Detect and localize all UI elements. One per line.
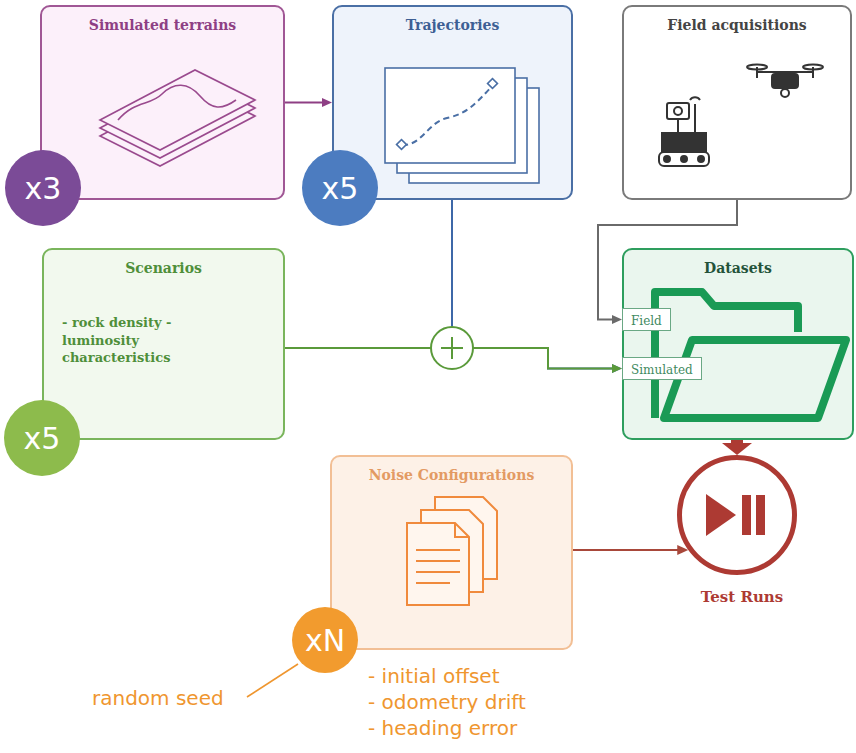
rover-icon [659,97,709,166]
node-title: Field acquisitions [667,17,806,33]
drone-icon [747,65,823,98]
flow-arrow [573,545,688,555]
count-badge: x5 [4,400,80,476]
flow-arrow [285,98,332,107]
noise-parameter: - odometry drift [368,690,526,714]
dataset-tab: Simulated [622,357,702,380]
scenario-box: Scenarios - rock density - luminosity cha… [42,248,285,440]
node-body: - rock density - luminosity characterist… [62,314,212,367]
count-badge: x5 [302,150,378,226]
dataset-tab: Field [622,308,671,331]
node-title: x5 [24,421,61,456]
node-title: Test Runs [622,588,856,606]
play-pause-icon [706,494,765,536]
trajectory-pages [385,68,539,183]
field-box: Field acquisitions [622,5,852,200]
flow-arrow [722,440,752,455]
node-title: Datasets [704,260,772,276]
noise-documents [407,497,497,605]
folder-icon [655,292,846,418]
leader-line [247,664,298,697]
node-title: Noise Configurations [369,467,535,483]
count-badge: xN [292,607,358,673]
terrain-sheets [100,70,255,166]
noise-parameter: - initial offset [368,664,500,688]
run-circle: Test Runs [677,455,797,575]
node-title: x5 [322,171,359,206]
node-title: Simulated terrains [89,17,236,33]
count-badge: x3 [5,150,81,226]
sum-junction [431,327,473,369]
node-title: Trajectories [406,17,500,33]
node-title: xN [305,623,345,658]
node-title: Field [631,314,662,328]
node-title: x3 [25,171,62,206]
seed-label: random seed [92,686,224,710]
node-title: Simulated [631,363,693,377]
noise-parameter: - heading error [368,716,517,740]
node-title: Scenarios [125,260,202,276]
